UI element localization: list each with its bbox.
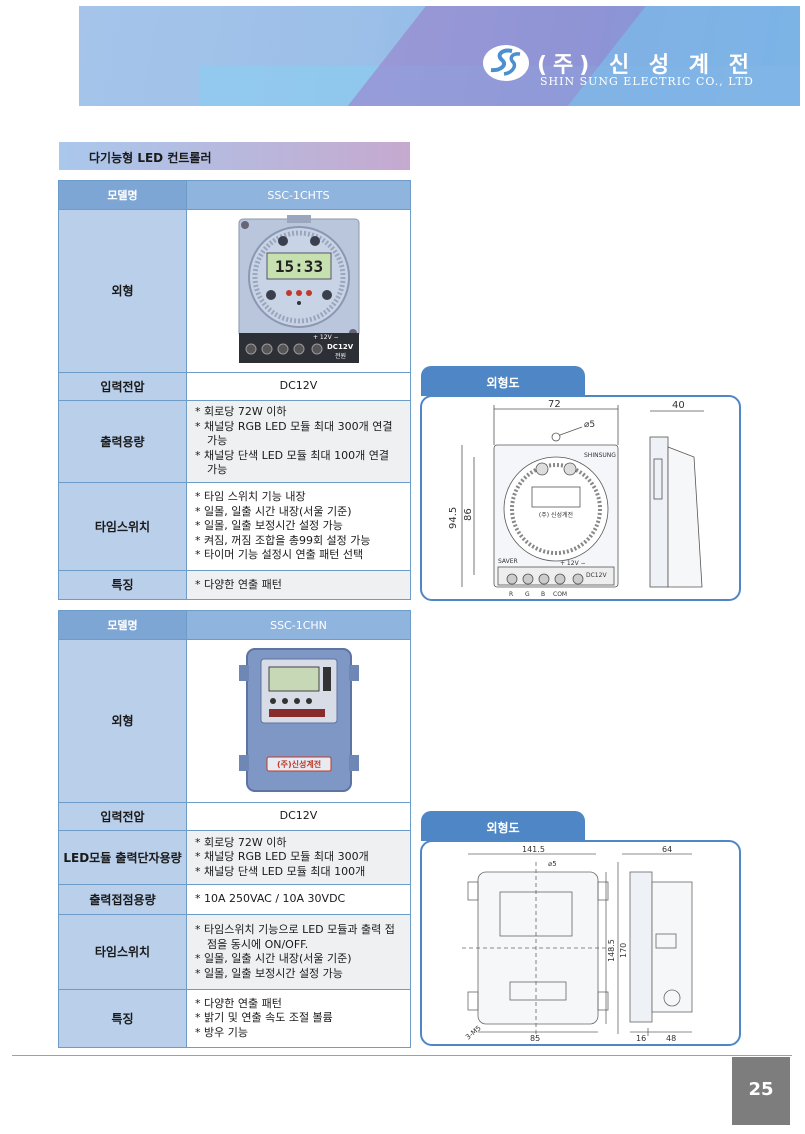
timer-line: * 일몰, 일출 보정시간 설정 가능 [195,966,343,980]
footer-divider [12,1055,792,1056]
feature-value: * 다양한 연출 패턴 * 밝기 및 연출 속도 조절 볼륨 * 방우 기능 [186,989,411,1048]
drawing-dc: DC12V [586,572,607,579]
output-line: * 채널당 RGB LED 모듈 최대 300개 연결 가능 [195,419,393,448]
feature-line: * 다양한 연출 패턴 [195,996,282,1010]
terminal-polarity: + 12V − [313,334,339,341]
dim-height-inner: 86 [463,508,474,521]
product-photo-ssc-1chts: 15:33 + 12V − DC12V 전원 [186,209,411,373]
enclosure-brand-label: (주)신성계전 [276,759,320,769]
led-output-value: * 회로당 72W 이하 * 채널당 RGB LED 모듈 최대 300개 * … [186,830,411,885]
contact-capacity-label: 출력접점용량 [58,884,187,915]
time-switch-label: 타임스위치 [58,482,187,571]
dim-depth: 64 [662,845,672,854]
dim-hole: ⌀5 [584,420,595,430]
dim-width: 72 [548,399,561,410]
dim-d1: 16 [636,1034,646,1043]
company-name-english: SHIN SUNG ELECTRIC CO., LTD [540,75,754,88]
drawing-terminal: COM [553,591,567,598]
dim-width: 141.5 [522,845,545,854]
input-voltage-label: 입력전압 [58,802,187,831]
dim-height-b: 170 [619,943,628,958]
timer-line: * 타임스위치 기능으로 LED 모듈과 출력 접점을 동시에 ON/OFF. [195,923,395,951]
model-name: SSC-1CHTS [186,180,411,210]
section-title: 다기능형 LED 컨트롤러 [59,142,410,170]
feature-line: * 밝기 및 연출 속도 조절 볼륨 [195,1011,333,1025]
device-dc-label: DC12V [327,343,354,351]
dim-height-a: 148.5 [607,939,616,962]
timer-line: * 타임 스위치 기능 내장 [195,490,306,504]
header-banner: (주) 신 성 계 전 SHIN SUNG ELECTRIC CO., LTD [79,6,800,106]
timer-line: * 일몰, 일출 시간 내장(서울 기준) [195,952,352,965]
device-sub-label: 전원 [335,352,346,360]
lcd-time: 15:33 [274,257,322,276]
dimension-drawing-svg: 72 ⌀5 40 94.5 86 SHINSUNG (주) 신성계전 SAVER… [448,399,704,598]
model-label: 모델명 [58,610,187,640]
drawing-tab-1: 외형도 [421,366,585,396]
output-capacity-label: 출력용량 [58,400,187,483]
drawing-center-label: (주) 신성계전 [539,511,573,519]
feature-value: * 다양한 연출 패턴 [186,570,411,600]
drawing-brand: SHINSUNG [584,452,616,459]
appearance-label: 외형 [58,639,187,803]
drawing-terminal: B [541,591,545,598]
company-logo-icon [483,45,529,81]
spec-table-ssc-1chts: 모델명 SSC-1CHTS 외형 15:33 [58,180,411,600]
dimension-drawing-1: 72 ⌀5 40 94.5 86 SHINSUNG (주) 신성계전 SAVER… [420,395,741,601]
contact-capacity-value: * 10A 250VAC / 10A 30VDC [186,884,411,915]
feature-label: 특징 [58,989,187,1048]
drawing-terminal: R [509,591,513,598]
output-line: * 채널당 단색 LED 모듈 최대 100개 연결 가능 [195,448,389,477]
time-switch-value: * 타임 스위치 기능 내장 * 일몰, 일출 시간 내장(서울 기준) * 일… [186,482,411,571]
dimension-drawing-svg: 141.5 ⌀5 64 148.5 170 85 16 48 3-M5 [462,845,693,1043]
output-line: * 회로당 72W 이하 [195,405,287,419]
dim-corner: 3-M5 [464,1024,483,1041]
led-output-label: LED모듈 출력단자용량 [58,830,187,885]
time-switch-value: * 타임스위치 기능으로 LED 모듈과 출력 접점을 동시에 ON/OFF. … [186,914,411,990]
appearance-label: 외형 [58,209,187,373]
input-voltage-label: 입력전압 [58,372,187,401]
timer-line: * 켜짐, 꺼짐 조합을 총99회 설정 가능 [195,533,371,547]
led-output-line: * 채널당 RGB LED 모듈 최대 300개 [195,850,369,864]
spec-table-ssc-1chn: 모델명 SSC-1CHN 외형 (주)신성계전 [58,610,411,1048]
model-name: SSC-1CHN [186,610,411,640]
dim-bottom: 85 [530,1034,540,1043]
input-voltage-value: DC12V [186,802,411,831]
timer-line: * 일몰, 일출 보정시간 설정 가능 [195,519,343,533]
drawing-saver: SAVER [498,558,518,565]
dim-depth: 40 [672,400,685,411]
drawing-tab-2: 외형도 [421,811,585,841]
drawing-polarity: + 12V − [560,560,586,567]
dimension-drawing-2: 141.5 ⌀5 64 148.5 170 85 16 48 3-M5 [420,840,741,1046]
output-capacity-value: * 회로당 72W 이하 * 채널당 RGB LED 모듈 최대 300개 연결… [186,400,411,483]
feature-line: * 다양한 연출 패턴 [195,577,282,591]
company-name-korean: (주) 신 성 계 전 [537,53,755,78]
dim-height-outer: 94.5 [448,507,459,529]
drawing-terminal: G [525,591,530,598]
feature-label: 특징 [58,570,187,600]
product-photo-ssc-1chn: (주)신성계전 [186,639,411,803]
model-label: 모델명 [58,180,187,210]
dim-hole: ⌀5 [548,860,557,868]
time-switch-label: 타임스위치 [58,914,187,990]
timer-controller-image: 15:33 + 12V − DC12V 전원 [238,214,359,363]
timer-line: * 타이머 기능 설정시 연출 패턴 선택 [195,548,364,562]
dim-d2: 48 [666,1034,676,1043]
enclosure-controller-image: (주)신성계전 [238,647,359,792]
input-voltage-value: DC12V [186,372,411,401]
led-output-line: * 채널당 단색 LED 모듈 최대 100개 [195,864,366,878]
timer-line: * 일몰, 일출 시간 내장(서울 기준) [195,504,352,518]
page-number: 25 [732,1057,790,1125]
feature-line: * 방우 기능 [195,1025,248,1039]
led-output-line: * 회로당 72W 이하 [195,835,287,849]
